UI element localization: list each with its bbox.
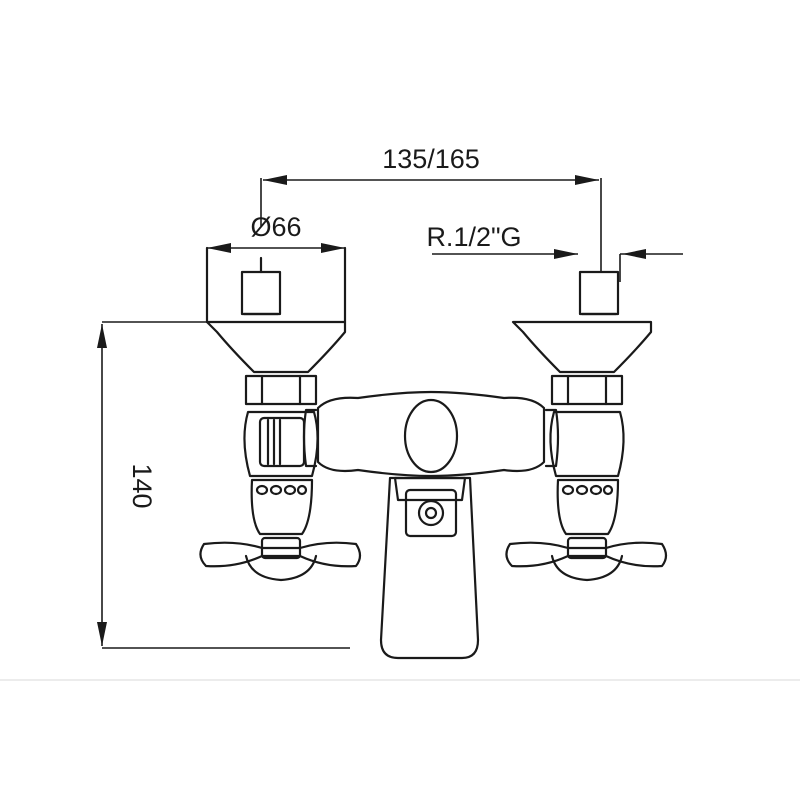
crossbar-body [316,390,546,478]
left-valve-body [243,410,319,478]
left-hex-nut [244,374,318,406]
left-escutcheon [205,320,347,374]
left-handle-skirt [244,554,318,582]
right-bonnet-bead [561,484,575,496]
left-bonnet [250,478,314,536]
left-valve [199,246,362,582]
left-bonnet-bead [269,484,283,496]
right-cross-handle [505,541,668,568]
center-distance-label: 135/165 [382,144,480,174]
right-inlet-nipple [578,270,620,316]
right-escutcheon [511,320,653,374]
height-label: 140 [127,463,157,508]
left-cross-handle [199,541,362,568]
arrow-top [97,324,107,348]
left-side-outlet [258,416,306,468]
left-handle-hub [260,536,302,560]
dimension-center-distance: 135/165 [260,144,602,272]
arrow-right [321,243,345,253]
arrow-bottom [97,622,107,646]
left-bonnet-bead [283,484,297,496]
arrow-left [207,243,231,253]
diameter-label: Ø66 [250,212,301,242]
left-bonnet-bead [255,484,269,496]
right-valve-body [549,410,625,478]
spout-collar [393,476,467,502]
left-inlet-nipple [240,270,282,316]
right-hex-nut [550,374,624,406]
right-handle-hub [566,536,608,560]
spout-body [379,476,480,660]
crossbar [302,390,560,478]
spout [379,476,480,660]
arrow-left [622,249,646,259]
right-bonnet [556,478,620,536]
crossbar-center-bulge [403,398,459,474]
right-bonnet-bead [575,484,589,496]
dimension-handle-diameter: Ø66 [207,212,345,253]
right-handle-skirt [550,554,624,582]
crossbar-right-flange [544,408,560,468]
right-bonnet-bead [589,484,603,496]
dimension-height: 140 [97,321,350,649]
arrow-right [575,175,599,185]
arrow-right [554,249,578,259]
aerator-inner [424,506,438,520]
left-bonnet-bead [296,484,308,496]
arrow-left [263,175,287,185]
dimension-thread: R.1/2"G [426,222,683,282]
aerator-plate [404,488,458,538]
right-valve [505,270,668,582]
thread-label: R.1/2"G [426,222,521,252]
crossbar-left-flange [302,408,318,468]
right-bonnet-bead [602,484,614,496]
aerator-outer [417,499,445,527]
